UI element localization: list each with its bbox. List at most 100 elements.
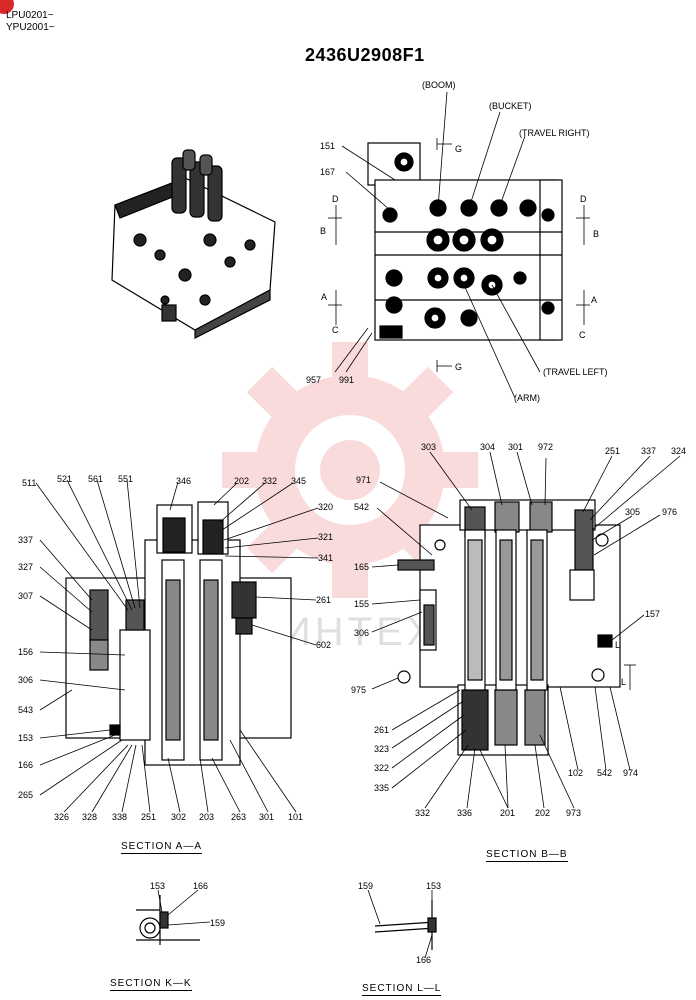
aa-label-156: 156: [18, 647, 34, 657]
aa-label-602: 602: [316, 640, 332, 650]
aa-label-302: 302: [171, 812, 187, 822]
bb-label-l-arrow: L: [615, 640, 621, 650]
label-c-left: C: [332, 325, 339, 335]
corner-badge-icon: [0, 0, 14, 14]
callout-arm: (ARM): [514, 393, 540, 403]
label-d-left: D: [332, 194, 339, 204]
aa-label-337: 337: [18, 535, 34, 545]
ll-label-166: 166: [416, 955, 432, 965]
bb-label-157: 157: [645, 609, 661, 619]
aa-label-301: 301: [259, 812, 275, 822]
bb-label-324: 324: [671, 446, 687, 456]
section-ll-title: SECTION L—L: [362, 983, 442, 996]
bb-label-201: 201: [500, 808, 516, 818]
callout-travel-right: (TRAVEL RIGHT): [519, 128, 590, 138]
aa-label-307: 307: [18, 591, 34, 601]
kk-label-166: 166: [193, 881, 209, 891]
bb-label-332: 332: [415, 808, 431, 818]
aa-label-511: 511: [22, 478, 37, 488]
aa-label-263: 263: [231, 812, 247, 822]
aa-label-332: 332: [262, 476, 278, 486]
kk-label-153: 153: [150, 881, 166, 891]
bb-label-l: L: [621, 677, 627, 687]
bb-label-974: 974: [623, 768, 639, 778]
bb-label-975: 975: [351, 685, 367, 695]
section-kk-title: SECTION K—K: [110, 978, 192, 991]
bb-label-542: 542: [354, 502, 370, 512]
model-range-line1: LPU0201~: [6, 10, 54, 21]
aa-label-251: 251: [141, 812, 157, 822]
bb-label-155: 155: [354, 599, 370, 609]
bb-label-336: 336: [457, 808, 473, 818]
callout-boom: (BOOM): [422, 80, 456, 90]
aa-label-320: 320: [318, 502, 334, 512]
watermark-text: ИНТЕХ: [282, 610, 438, 654]
aa-label-543: 543: [18, 705, 34, 715]
label-g-bottom: G: [455, 362, 463, 372]
bb-label-971: 971: [356, 475, 372, 485]
aa-label-521: 521: [57, 474, 73, 484]
aa-label-328: 328: [82, 812, 98, 822]
label-151: 151: [320, 141, 336, 151]
bb-label-976: 976: [662, 507, 678, 517]
aa-label-338: 338: [112, 812, 128, 822]
drawing-title: 2436U2908F1: [305, 45, 425, 65]
label-d-right: D: [580, 194, 587, 204]
label-g-top: G: [455, 144, 463, 154]
aa-label-326: 326: [54, 812, 70, 822]
aa-label-166: 166: [18, 760, 34, 770]
bb-label-251: 251: [605, 446, 621, 456]
bb-label-301: 301: [508, 442, 524, 452]
label-957: 957: [306, 375, 322, 385]
bb-label-305: 305: [625, 507, 641, 517]
aa-label-306: 306: [18, 675, 34, 685]
aa-label-561: 561: [88, 474, 104, 484]
aa-label-345: 345: [291, 476, 307, 486]
bb-label-303: 303: [421, 442, 437, 452]
bb-label-165: 165: [354, 562, 370, 572]
bb-label-335: 335: [374, 783, 390, 793]
callout-bucket: (BUCKET): [489, 101, 532, 111]
label-c-right: C: [579, 330, 586, 340]
kk-label-159: 159: [210, 918, 226, 928]
aa-label-341: 341: [318, 553, 334, 563]
label-a-left: A: [321, 292, 328, 302]
aa-label-346: 346: [176, 476, 192, 486]
bb-label-202: 202: [535, 808, 551, 818]
bb-label-973: 973: [566, 808, 582, 818]
bb-label-102: 102: [568, 768, 584, 778]
aa-label-101: 101: [288, 812, 304, 822]
label-b-right: B: [593, 229, 600, 239]
bb-label-306: 306: [354, 628, 370, 638]
label-a-right: A: [591, 295, 598, 305]
label-991: 991: [339, 375, 355, 385]
model-range-line2: YPU2001~: [6, 22, 55, 33]
bb-label-322: 322: [374, 763, 390, 773]
section-bb-title: SECTION B—B: [486, 849, 568, 862]
bb-label-304: 304: [480, 442, 496, 452]
aa-label-202: 202: [234, 476, 250, 486]
ll-label-153: 153: [426, 881, 442, 891]
bb-label-323: 323: [374, 744, 390, 754]
bb-label-337: 337: [641, 446, 657, 456]
section-aa-title: SECTION A—A: [121, 841, 203, 854]
bb-label-542b: 542: [597, 768, 613, 778]
aa-label-265: 265: [18, 790, 34, 800]
bb-label-972: 972: [538, 442, 554, 452]
aa-label-551: 551: [118, 474, 134, 484]
label-b-left: B: [320, 226, 327, 236]
bb-label-261: 261: [374, 725, 390, 735]
aa-label-321: 321: [318, 532, 334, 542]
ll-label-159: 159: [358, 881, 374, 891]
label-167: 167: [320, 167, 336, 177]
aa-label-261: 261: [316, 595, 332, 605]
aa-label-327: 327: [18, 562, 34, 572]
aa-label-153: 153: [18, 733, 34, 743]
